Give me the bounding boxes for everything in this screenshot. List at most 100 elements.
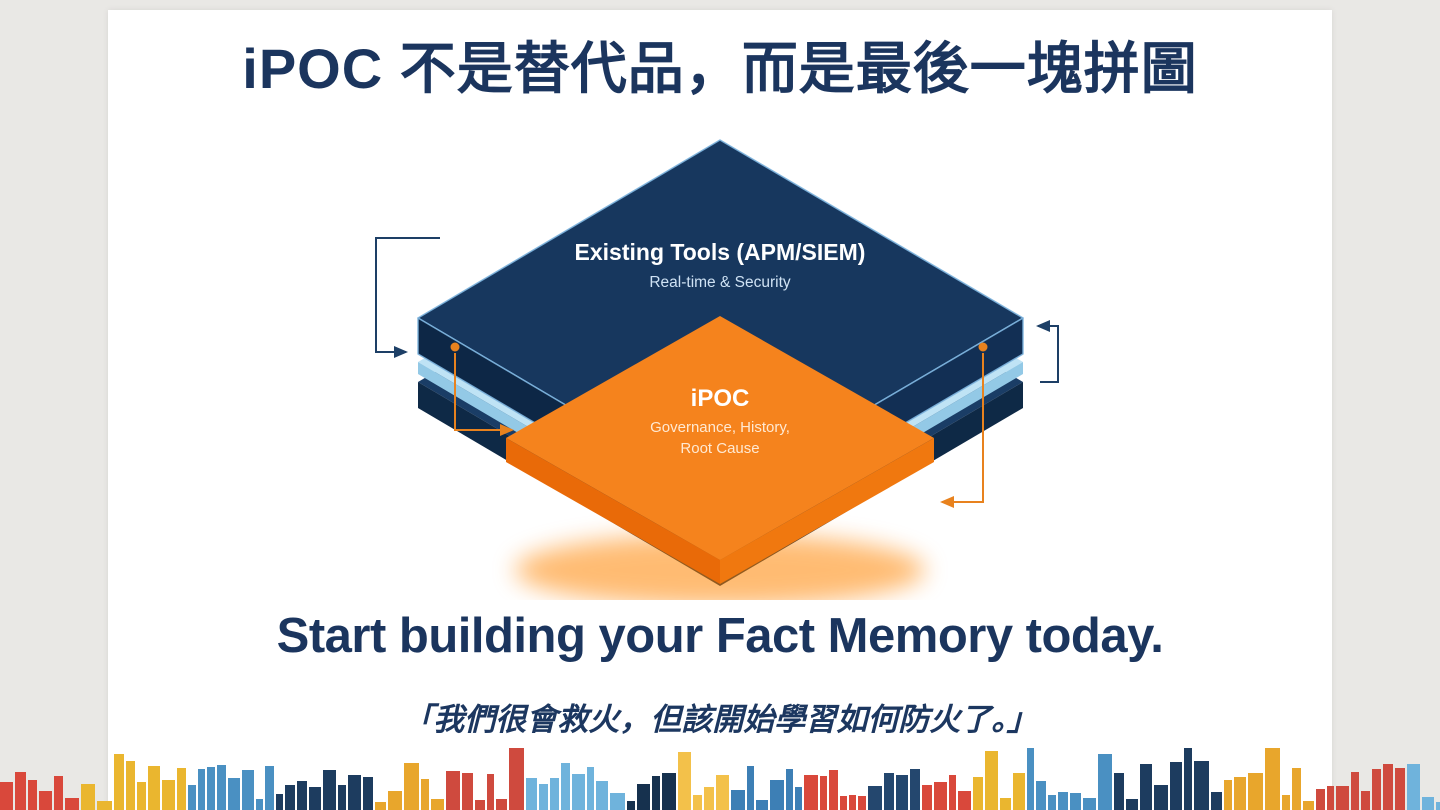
skyline-bar: [1000, 798, 1011, 810]
skyline-bar: [652, 776, 660, 810]
skyline-bar: [1184, 748, 1192, 810]
connector-left-orange-dot: [450, 342, 460, 352]
skyline-bar: [820, 776, 827, 810]
skyline-bar: [1351, 772, 1359, 810]
skyline-bar: [716, 775, 729, 810]
skyline-bar: [137, 782, 146, 810]
slide-card: iPOC 不是替代品，而是最後一塊拼圖: [108, 10, 1332, 810]
skyline-bar: [678, 752, 691, 810]
skyline-bar: [1211, 792, 1222, 810]
skyline-bar: [1395, 768, 1405, 810]
skyline-bar: [1303, 801, 1314, 810]
skyline-bar: [97, 801, 112, 810]
headline: Start building your Fact Memory today.: [276, 609, 1164, 663]
skyline-bar: [114, 754, 124, 810]
skyline-bar: [858, 796, 866, 810]
skyline-bar: [162, 780, 175, 810]
skyline-bar: [1248, 773, 1263, 810]
skyline-bar: [1327, 786, 1334, 810]
skyline-bar: [747, 766, 754, 810]
skyline-bar: [1058, 792, 1068, 810]
skyline-bar: [922, 785, 932, 810]
skyline-bar: [126, 761, 135, 810]
city-skyline-decoration: [0, 742, 1440, 810]
skyline-bar: [15, 772, 26, 810]
skyline-bar: [704, 787, 714, 810]
skyline-bar: [509, 748, 524, 810]
skyline-bar: [462, 773, 473, 810]
skyline-bar: [958, 791, 971, 810]
quote: 「我們很會救火，但該開始學習如何防火了。」: [402, 702, 1038, 738]
skyline-bar: [198, 769, 205, 810]
skyline-bar: [973, 777, 983, 810]
skyline-bar: [804, 775, 818, 810]
skyline-bar: [297, 781, 307, 810]
skyline-bar: [475, 800, 485, 810]
ipoc-block-front-left: [506, 438, 720, 584]
skyline-bar: [28, 780, 37, 810]
skyline-bar: [1422, 797, 1434, 810]
skyline-bar: [446, 771, 460, 810]
skyline-bar: [1336, 786, 1349, 810]
skyline-bar: [487, 774, 494, 810]
puzzle-diagram: Existing Tools (APM/SIEM) Real-time & Se…: [340, 130, 1100, 606]
ipoc-block-front-right: [720, 438, 934, 584]
skyline-bar: [884, 773, 894, 810]
skyline-bar: [421, 779, 429, 810]
connector-right-dark: [1036, 320, 1059, 383]
skyline-bar: [309, 787, 321, 810]
skyline-bar: [1036, 781, 1046, 810]
skyline-bar: [217, 765, 226, 810]
skyline-bar: [323, 770, 336, 810]
skyline-bar: [431, 799, 444, 810]
skyline-bar: [256, 799, 263, 810]
skyline-bar: [1083, 798, 1096, 810]
skyline-bar: [868, 786, 882, 810]
skyline-bar: [1372, 769, 1381, 810]
skyline-bar: [1361, 791, 1370, 810]
skyline-bar: [1098, 754, 1112, 810]
skyline-bar: [1282, 795, 1290, 810]
skyline-bar: [1013, 773, 1025, 810]
connector-left-dark: [375, 237, 440, 358]
skyline-bar: [637, 784, 650, 810]
skyline-bar: [338, 785, 346, 810]
skyline-bar: [1194, 761, 1209, 810]
skyline-bar: [1170, 762, 1182, 810]
skyline-bar: [404, 763, 419, 810]
skyline-bar: [910, 769, 920, 810]
skyline-bar: [526, 778, 537, 810]
skyline-bar: [1048, 795, 1056, 810]
skyline-bar: [65, 798, 79, 810]
skyline-bar: [1383, 764, 1393, 810]
skyline-bar: [363, 777, 373, 810]
skyline-bar: [276, 794, 283, 810]
skyline-bar: [148, 766, 160, 810]
skyline-bar: [627, 801, 635, 810]
skyline-bar: [1407, 764, 1420, 810]
skyline-bar: [1436, 802, 1440, 810]
connector-right-orange-dot: [978, 342, 988, 352]
skyline-bar: [54, 776, 63, 810]
skyline-bar: [550, 778, 559, 810]
skyline-bar: [572, 774, 585, 810]
skyline-bar: [587, 767, 594, 810]
skyline-bar: [496, 799, 507, 810]
skyline-bar: [829, 770, 838, 810]
skyline-bar: [1234, 777, 1246, 810]
skyline-bar: [849, 795, 856, 810]
skyline-bar: [1070, 793, 1081, 810]
ipoc-sublabel-line2: Root Cause: [680, 440, 759, 457]
skyline-bar: [539, 784, 548, 810]
skyline-bar: [1126, 799, 1138, 810]
skyline-bar: [0, 782, 13, 810]
skyline-bar: [228, 778, 240, 810]
skyline-bar: [662, 773, 676, 810]
skyline-bar: [177, 768, 186, 810]
skyline-bar: [896, 775, 908, 810]
skyline-bar: [770, 780, 784, 810]
skyline-bar: [949, 775, 956, 810]
skyline-bar: [693, 795, 702, 810]
skyline-bar: [795, 787, 802, 810]
